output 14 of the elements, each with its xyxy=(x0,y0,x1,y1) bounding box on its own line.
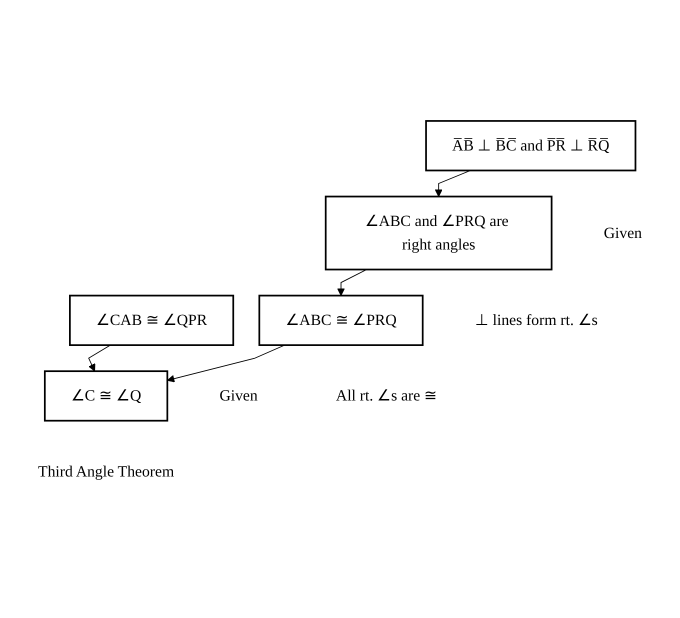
reason-text: All rt. ∠s are ≅ xyxy=(336,387,438,405)
arrow xyxy=(434,170,471,198)
arrow xyxy=(88,345,111,372)
reason-text: Given xyxy=(604,224,642,242)
reason-text: Given xyxy=(219,387,258,405)
statement-box: ∠CAB ≅ ∠QPR xyxy=(69,295,234,346)
statement-box: ∠ABC ≅ ∠PRQ xyxy=(258,295,424,346)
statement-box: ∠C ≅ ∠Q xyxy=(44,370,168,422)
statement-box: A̅B̅ ⊥ B̅C̅ and P̅R̅ ⊥ R̅Q̅ xyxy=(425,120,636,172)
reason-text: Third Angle Theorem xyxy=(38,462,174,480)
arrow xyxy=(167,345,286,383)
reason-text: ⊥ lines form rt. ∠s xyxy=(474,312,598,329)
arrow xyxy=(337,269,368,296)
statement-box: ∠ABC and ∠PRQ are right angles xyxy=(324,196,552,271)
